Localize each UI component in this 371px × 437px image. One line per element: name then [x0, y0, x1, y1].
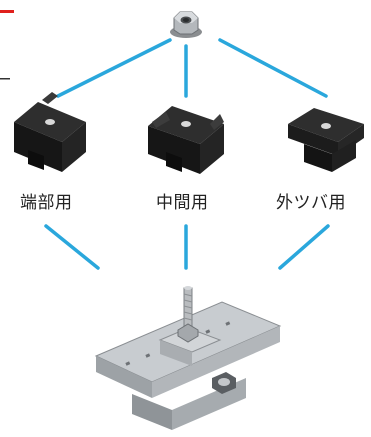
label-end-use: 端部用	[20, 193, 73, 213]
label-outer-flange-use: 外ツバ用	[276, 193, 346, 213]
red-edge-mark	[0, 10, 14, 13]
connector-outer-to-assembly	[278, 224, 330, 270]
rail-clamp-assembly-icon	[94, 286, 282, 430]
label-middle-use: 中間用	[156, 193, 209, 213]
black-edge-mark	[0, 78, 10, 80]
end-clamp-icon	[14, 92, 86, 172]
connector-lines	[44, 38, 330, 270]
outer-flange-clamp-icon	[288, 108, 364, 172]
flange-nut-icon	[170, 11, 202, 38]
connector-nut-to-outer	[218, 38, 328, 98]
connector-end-to-assembly	[44, 224, 100, 270]
middle-clamp-icon	[148, 106, 224, 174]
connector-nut-to-end	[56, 38, 172, 98]
